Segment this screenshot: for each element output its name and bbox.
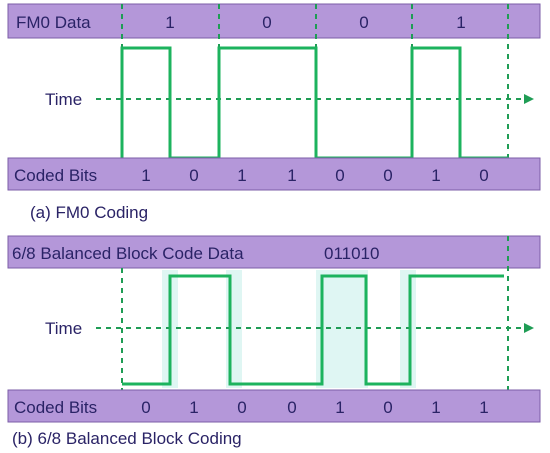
panel-b: 6/8 Balanced Block Code Data 011010 Time… [7,235,541,448]
fm0-time-label: Time [45,90,82,109]
fm0-data-label: FM0 Data [16,13,91,32]
fm0-data-bit: 1 [165,13,174,32]
block-code-data-bar [7,235,541,269]
fm0-coded-label: Coded Bits [14,166,97,185]
block-coded-bit: 0 [237,398,246,417]
block-coded-bit: 0 [383,398,392,417]
block-coded-bit: 1 [335,398,344,417]
fm0-caption: (a) FM0 Coding [30,203,148,222]
block-code-data-label: 6/8 Balanced Block Code Data [12,244,244,263]
fm0-coded-bit: 0 [383,166,392,185]
block-coded-bit: 1 [189,398,198,417]
panel-a: FM0 Data 1 0 0 1 Time Coded Bits 1 0 1 1… [7,3,541,222]
fm0-data-bit: 0 [359,13,368,32]
block-coded-bit: 1 [479,398,488,417]
block-coded-bit: 0 [141,398,150,417]
block-coded-bit: 1 [431,398,440,417]
block-code-data-value: 011010 [324,244,379,263]
fm0-coded-bit: 0 [335,166,344,185]
fm0-waveform [120,46,508,160]
fm0-data-bit: 1 [456,13,465,32]
block-coded-bits-bar [7,389,541,423]
block-time-label: Time [45,319,82,338]
block-coded-label: Coded Bits [14,398,97,417]
fm0-coded-bit: 1 [431,166,440,185]
fm0-data-bar [7,3,541,39]
fm0-data-bit: 0 [262,13,271,32]
fm0-coded-bit: 0 [479,166,488,185]
block-coded-bit: 0 [287,398,296,417]
fm0-coded-bits-bar [7,157,541,191]
fm0-coded-bit: 1 [141,166,150,185]
fm0-coded-bit: 1 [287,166,296,185]
fm0-coded-bit: 0 [189,166,198,185]
fm0-coded-bit: 1 [237,166,246,185]
block-caption: (b) 6/8 Balanced Block Coding [12,429,242,448]
block-waveform [122,274,504,386]
